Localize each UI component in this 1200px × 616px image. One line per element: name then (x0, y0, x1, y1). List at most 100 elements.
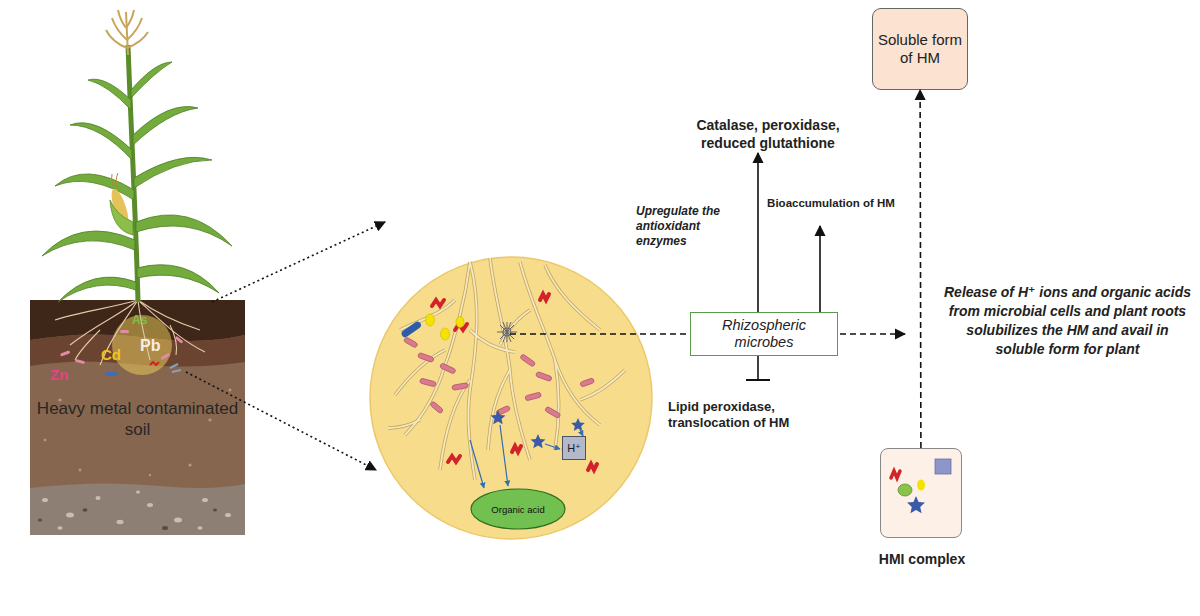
soil-microbes (60, 330, 184, 376)
yellow-microbes (426, 314, 435, 326)
soil-layers (83, 508, 88, 512)
corn-plant (58, 277, 136, 302)
soil-layers (96, 496, 101, 500)
soil-layers (30, 300, 245, 535)
root-lines (500, 310, 530, 345)
metal-symbol: As (132, 313, 162, 327)
corn-tassel (127, 32, 148, 48)
root-lines (395, 350, 445, 395)
blue-star-microbes (491, 410, 506, 424)
acid-ellipse: Organic acid (470, 488, 566, 530)
annotation-text: Lipid peroxidase, translocation of HM (668, 399, 796, 431)
effect-arrows (819, 226, 821, 312)
effect-arrows (510, 153, 905, 380)
node-text: Heavy metal contaminated soil (30, 398, 245, 440)
corn-plant (42, 10, 232, 302)
blue-rod-microbe (400, 320, 422, 338)
soil-microbes (75, 359, 85, 364)
soil-layers (136, 491, 140, 494)
corn-tassel (118, 10, 126, 28)
corn-tassel (106, 30, 127, 48)
annotation-text: Upregulate the antioxidant enzymes (636, 204, 752, 249)
node-text: Rhizospheric microbes (691, 317, 837, 351)
soil-microbes (60, 350, 70, 356)
microbe-box: Rhizospheric microbes (690, 312, 838, 356)
secretion-arrows (470, 440, 484, 488)
corn-plant (55, 174, 134, 200)
hmi-icons (898, 484, 912, 496)
zoom-arrows (186, 372, 376, 470)
complex-box: HMI complex (880, 448, 962, 538)
soil-block: Heavy metal contaminated soil (30, 300, 245, 535)
soil-roots (55, 300, 138, 320)
hmi-icons (917, 480, 925, 491)
pink-rod-microbes (545, 406, 561, 418)
soil-layers (30, 300, 245, 535)
pink-rod-microbes (439, 363, 456, 374)
soil-layers (42, 491, 231, 530)
root-lines (468, 262, 476, 480)
pink-rod-microbes (430, 401, 444, 414)
soil-microbes (175, 336, 184, 344)
soil-layers (117, 520, 124, 524)
hmi-icons (891, 471, 900, 478)
soil-layers (229, 389, 232, 392)
corn-plant (131, 62, 172, 98)
corn-plant (134, 157, 212, 188)
red-microbes (588, 464, 597, 470)
pink-rod-microbes (419, 378, 436, 387)
hmi-icons (891, 459, 951, 513)
pink-rod-microbes (403, 337, 418, 348)
corn-plant (42, 231, 135, 256)
root-lines (400, 300, 455, 330)
soil-layers (202, 498, 208, 502)
corn-tassel (126, 10, 134, 28)
ion-box: H⁺ (562, 436, 586, 460)
dashed-connector (919, 90, 921, 448)
root-lines (388, 258, 625, 480)
yellow-microbes (456, 317, 464, 328)
soil-layers (225, 513, 231, 517)
corn-cob (111, 173, 118, 188)
root-lines (580, 370, 625, 400)
soil-microbes (150, 362, 159, 365)
soil-layers (213, 509, 217, 512)
red-microbes (512, 446, 521, 452)
blue-star-microbes (571, 418, 585, 431)
spiky-microbe (497, 322, 517, 342)
spiky-microbe (503, 328, 511, 336)
soil-layers (208, 418, 211, 421)
soil-layers (149, 474, 151, 476)
red-microbes (432, 300, 444, 306)
blue-star-microbes (531, 434, 546, 448)
annotation-text: Bioaccumulation of HM (765, 196, 897, 210)
corn-plant (42, 62, 232, 302)
root-lines (488, 370, 510, 450)
zoom-arrows (212, 222, 385, 302)
metal-symbol: Cd (101, 346, 141, 363)
yellow-microbes (441, 328, 450, 340)
corn-cob (108, 173, 133, 235)
corn-plant (136, 215, 232, 246)
pink-rod-microbes (520, 354, 536, 367)
rhizosphere-circle (370, 257, 652, 539)
zoom-arrows (186, 222, 385, 470)
soil-layers (38, 519, 42, 522)
soil-layers (66, 513, 74, 518)
yellow-microbes (426, 314, 465, 340)
corn-plant (70, 123, 132, 160)
pink-rod-microbes (452, 383, 469, 391)
soil-layers (44, 439, 47, 442)
hmi-icons (935, 459, 951, 474)
effect-arrows (757, 153, 759, 312)
node-text: HMI complex (851, 551, 993, 568)
effect-arrows (757, 356, 759, 380)
soil-layers (38, 508, 217, 530)
ellipse-outline (471, 489, 565, 529)
corn-tassel (126, 12, 128, 55)
corn-plant (133, 107, 198, 145)
annotation-text: Release of H⁺ ions and organic acids fro… (940, 283, 1195, 359)
corn-tassel (127, 18, 142, 40)
